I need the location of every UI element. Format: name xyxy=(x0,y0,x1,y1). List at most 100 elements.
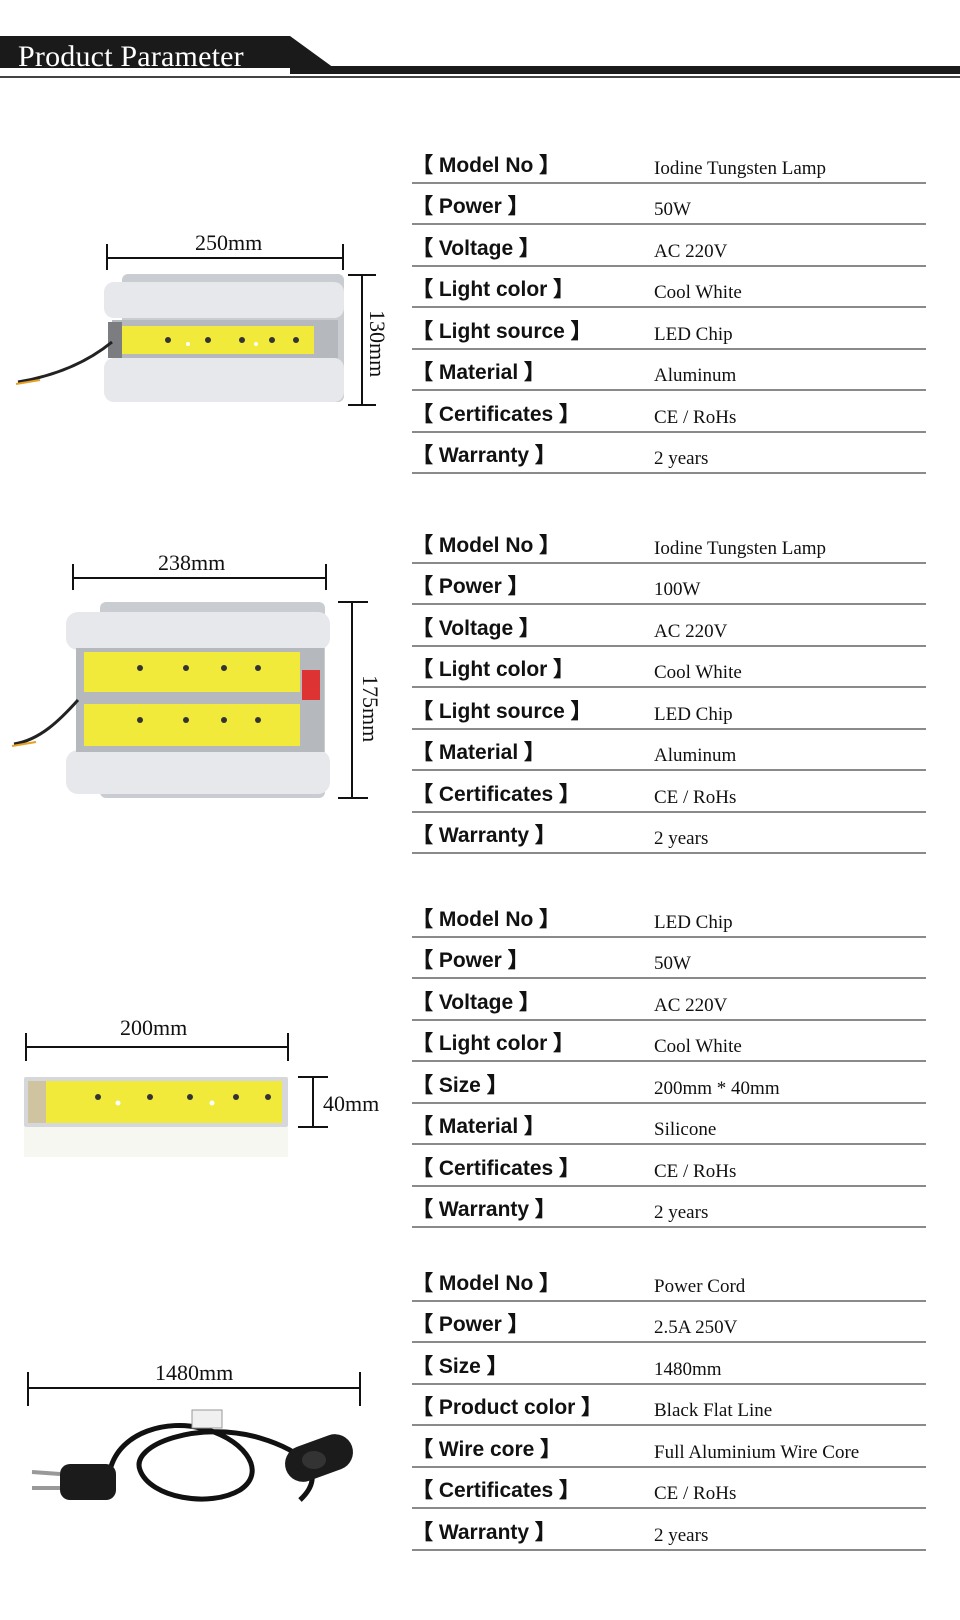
spec-row: 【 Warranty 】 2 years xyxy=(412,813,926,854)
spec-value: CE / RoHs xyxy=(654,1483,737,1504)
spec-key: 【 Warranty 】 xyxy=(412,1520,556,1544)
spec-value: 2 years xyxy=(654,448,709,469)
spec-row: 【 Certificates 】 CE / RoHs xyxy=(412,1145,926,1187)
spec-row: 【 Light color 】 Cool White xyxy=(412,647,926,688)
spec-row: 【 Model No 】 Iodine Tungsten Lamp xyxy=(412,142,926,184)
spec-key: 【 Power 】 xyxy=(412,949,529,972)
spec-value: Black Flat Line xyxy=(654,1400,773,1421)
spec-value: LED Chip xyxy=(654,323,733,345)
spec-row: 【 Warranty 】2 years xyxy=(412,1187,926,1228)
height-dimension-label: 130mm xyxy=(365,310,390,378)
spec-row: 【 Product color 】 Black Flat Line xyxy=(412,1385,926,1426)
spec-value: 2 years xyxy=(654,1524,709,1546)
spec-value: Cool White xyxy=(654,282,742,303)
spec-table-2: 【 Model No 】 Iodine Tungsten Lamp 【 Power… xyxy=(412,522,926,854)
spec-key: 【 Product color 】 xyxy=(412,1396,603,1419)
product-image-1: 250mm 130mm xyxy=(0,230,400,430)
spec-key: 【 Light source 】 xyxy=(412,699,592,723)
spec-row: 【 Light source 】 LED Chip xyxy=(412,308,926,350)
spec-value: CE / RoHs xyxy=(654,786,737,808)
spec-key: 【 Certificates 】 xyxy=(412,1156,581,1180)
spec-key: 【 Material 】 xyxy=(412,1115,546,1138)
spec-row: 【 Model No 】 LED Chip xyxy=(412,896,926,938)
spec-value: 2 years xyxy=(654,1202,709,1223)
header-banner: Product Parameter xyxy=(0,0,960,90)
spec-table-4: 【 Model No 】Power Cord 【 Power 】2.5A 250… xyxy=(412,1260,926,1551)
spec-row: 【 Voltage 】 AC 220V xyxy=(412,225,926,267)
spec-row: 【 Voltage 】 AC 220V xyxy=(412,979,926,1021)
spec-value: Iodine Tungsten Lamp xyxy=(654,537,827,559)
spec-value: 2.5A 250V xyxy=(654,1317,738,1338)
spec-value: Full Aluminium Wire Core xyxy=(654,1441,860,1463)
spec-row: 【 Light color 】 Cool White xyxy=(412,1021,926,1062)
spec-key: 【 Light color 】 xyxy=(412,658,575,681)
spec-value: LED Chip xyxy=(654,911,733,933)
spec-key: 【 Power 】 xyxy=(412,1313,529,1336)
spec-key: 【 Voltage 】 xyxy=(412,236,540,260)
spec-value: 50W xyxy=(654,953,691,974)
spec-value: CE / RoHs xyxy=(654,1160,737,1182)
spec-row: 【 Material 】Aluminum xyxy=(412,730,926,771)
spec-row: 【 Warranty 】 2 years xyxy=(412,1509,926,1551)
spec-value: Aluminum xyxy=(654,365,737,386)
spec-row: 【 Power 】 2.5A 250V xyxy=(412,1302,926,1343)
spec-row: 【 Material 】 Aluminum xyxy=(412,350,926,391)
spec-key: 【 Model No 】 xyxy=(412,907,561,931)
spec-key: 【 Certificates 】 xyxy=(412,782,581,806)
spec-row: 【 Material 】Silicone xyxy=(412,1104,926,1145)
spec-value: 1480mm xyxy=(654,1358,722,1380)
spec-key: 【 Voltage 】 xyxy=(412,616,540,640)
page-title: Product Parameter xyxy=(18,40,244,73)
spec-key: 【 Light source 】 xyxy=(412,319,592,343)
spec-value: Cool White xyxy=(654,1036,742,1057)
spec-key: 【 Warranty 】 xyxy=(412,444,556,467)
spec-key: 【 Size 】 xyxy=(412,1073,508,1097)
spec-value: 2 years xyxy=(654,828,709,849)
spec-key: 【 Wire core 】 xyxy=(412,1437,562,1461)
spec-key: 【 Model No 】 xyxy=(412,153,561,177)
height-dimension-label: 175mm xyxy=(358,675,383,743)
banner-graphic xyxy=(0,36,960,78)
spec-key: 【 Certificates 】 xyxy=(412,1479,581,1502)
spec-key: 【 Light color 】 xyxy=(412,278,575,301)
spec-value: Cool White xyxy=(654,662,742,683)
spec-key: 【 Light color 】 xyxy=(412,1032,575,1055)
spec-value: 50W xyxy=(654,199,691,220)
spec-value: CE / RoHs xyxy=(654,406,737,428)
spec-value: AC 220V xyxy=(654,620,728,642)
spec-value: Aluminum xyxy=(654,745,737,766)
spec-key: 【 Model No 】 xyxy=(412,1271,561,1295)
width-dimension-label: 200mm xyxy=(120,1015,188,1040)
spec-value: AC 220V xyxy=(654,240,728,262)
height-dimension-label: 40mm xyxy=(323,1091,380,1116)
spec-row: 【 Power 】 100W xyxy=(412,564,926,605)
spec-key: 【 Size 】 xyxy=(412,1354,508,1378)
spec-row: 【 Power 】 50W xyxy=(412,938,926,979)
spec-row: 【 Certificates 】 CE / RoHs xyxy=(412,771,926,813)
spec-key: 【 Model No 】 xyxy=(412,533,561,557)
spec-row: 【 Warranty 】 2 years xyxy=(412,433,926,474)
spec-table-1: 【 Model No 】Iodine Tungsten Lamp 【 Power… xyxy=(412,142,926,474)
spec-key: 【 Material 】 xyxy=(412,361,546,384)
spec-value: AC 220V xyxy=(654,994,728,1016)
spec-value: Iodine Tungsten Lamp xyxy=(654,157,827,179)
width-dimension-label: 1480mm xyxy=(155,1360,234,1385)
spec-key: 【 Power 】 xyxy=(412,575,529,598)
spec-row: 【 Size 】200mm * 40mm xyxy=(412,1062,926,1104)
spec-row: 【 Light color 】 Cool White xyxy=(412,267,926,308)
spec-key: 【 Warranty 】 xyxy=(412,824,556,847)
spec-row: 【 Size 】 1480mm xyxy=(412,1343,926,1385)
spec-table-3: 【 Model No 】 LED Chip 【 Power 】 50W 【 Volt… xyxy=(412,896,926,1228)
spec-row: 【 Wire core 】 Full Aluminium Wire Core xyxy=(412,1426,926,1468)
product-image-4: 1480mm xyxy=(0,1360,400,1520)
spec-key: 【 Voltage 】 xyxy=(412,990,540,1014)
spec-value: 100W xyxy=(654,579,701,600)
spec-row: 【 Voltage 】 AC 220V xyxy=(412,605,926,647)
spec-row: 【 Model No 】 Iodine Tungsten Lamp xyxy=(412,522,926,564)
width-dimension-label: 238mm xyxy=(158,550,226,575)
product-image-2: 238mm 175mm xyxy=(0,550,400,820)
spec-row: 【 Light source 】 LED Chip xyxy=(412,688,926,730)
spec-row: 【 Certificates 】 CE / RoHs xyxy=(412,1468,926,1509)
spec-row: 【 Certificates 】CE / RoHs xyxy=(412,391,926,433)
spec-value: LED Chip xyxy=(654,703,733,725)
